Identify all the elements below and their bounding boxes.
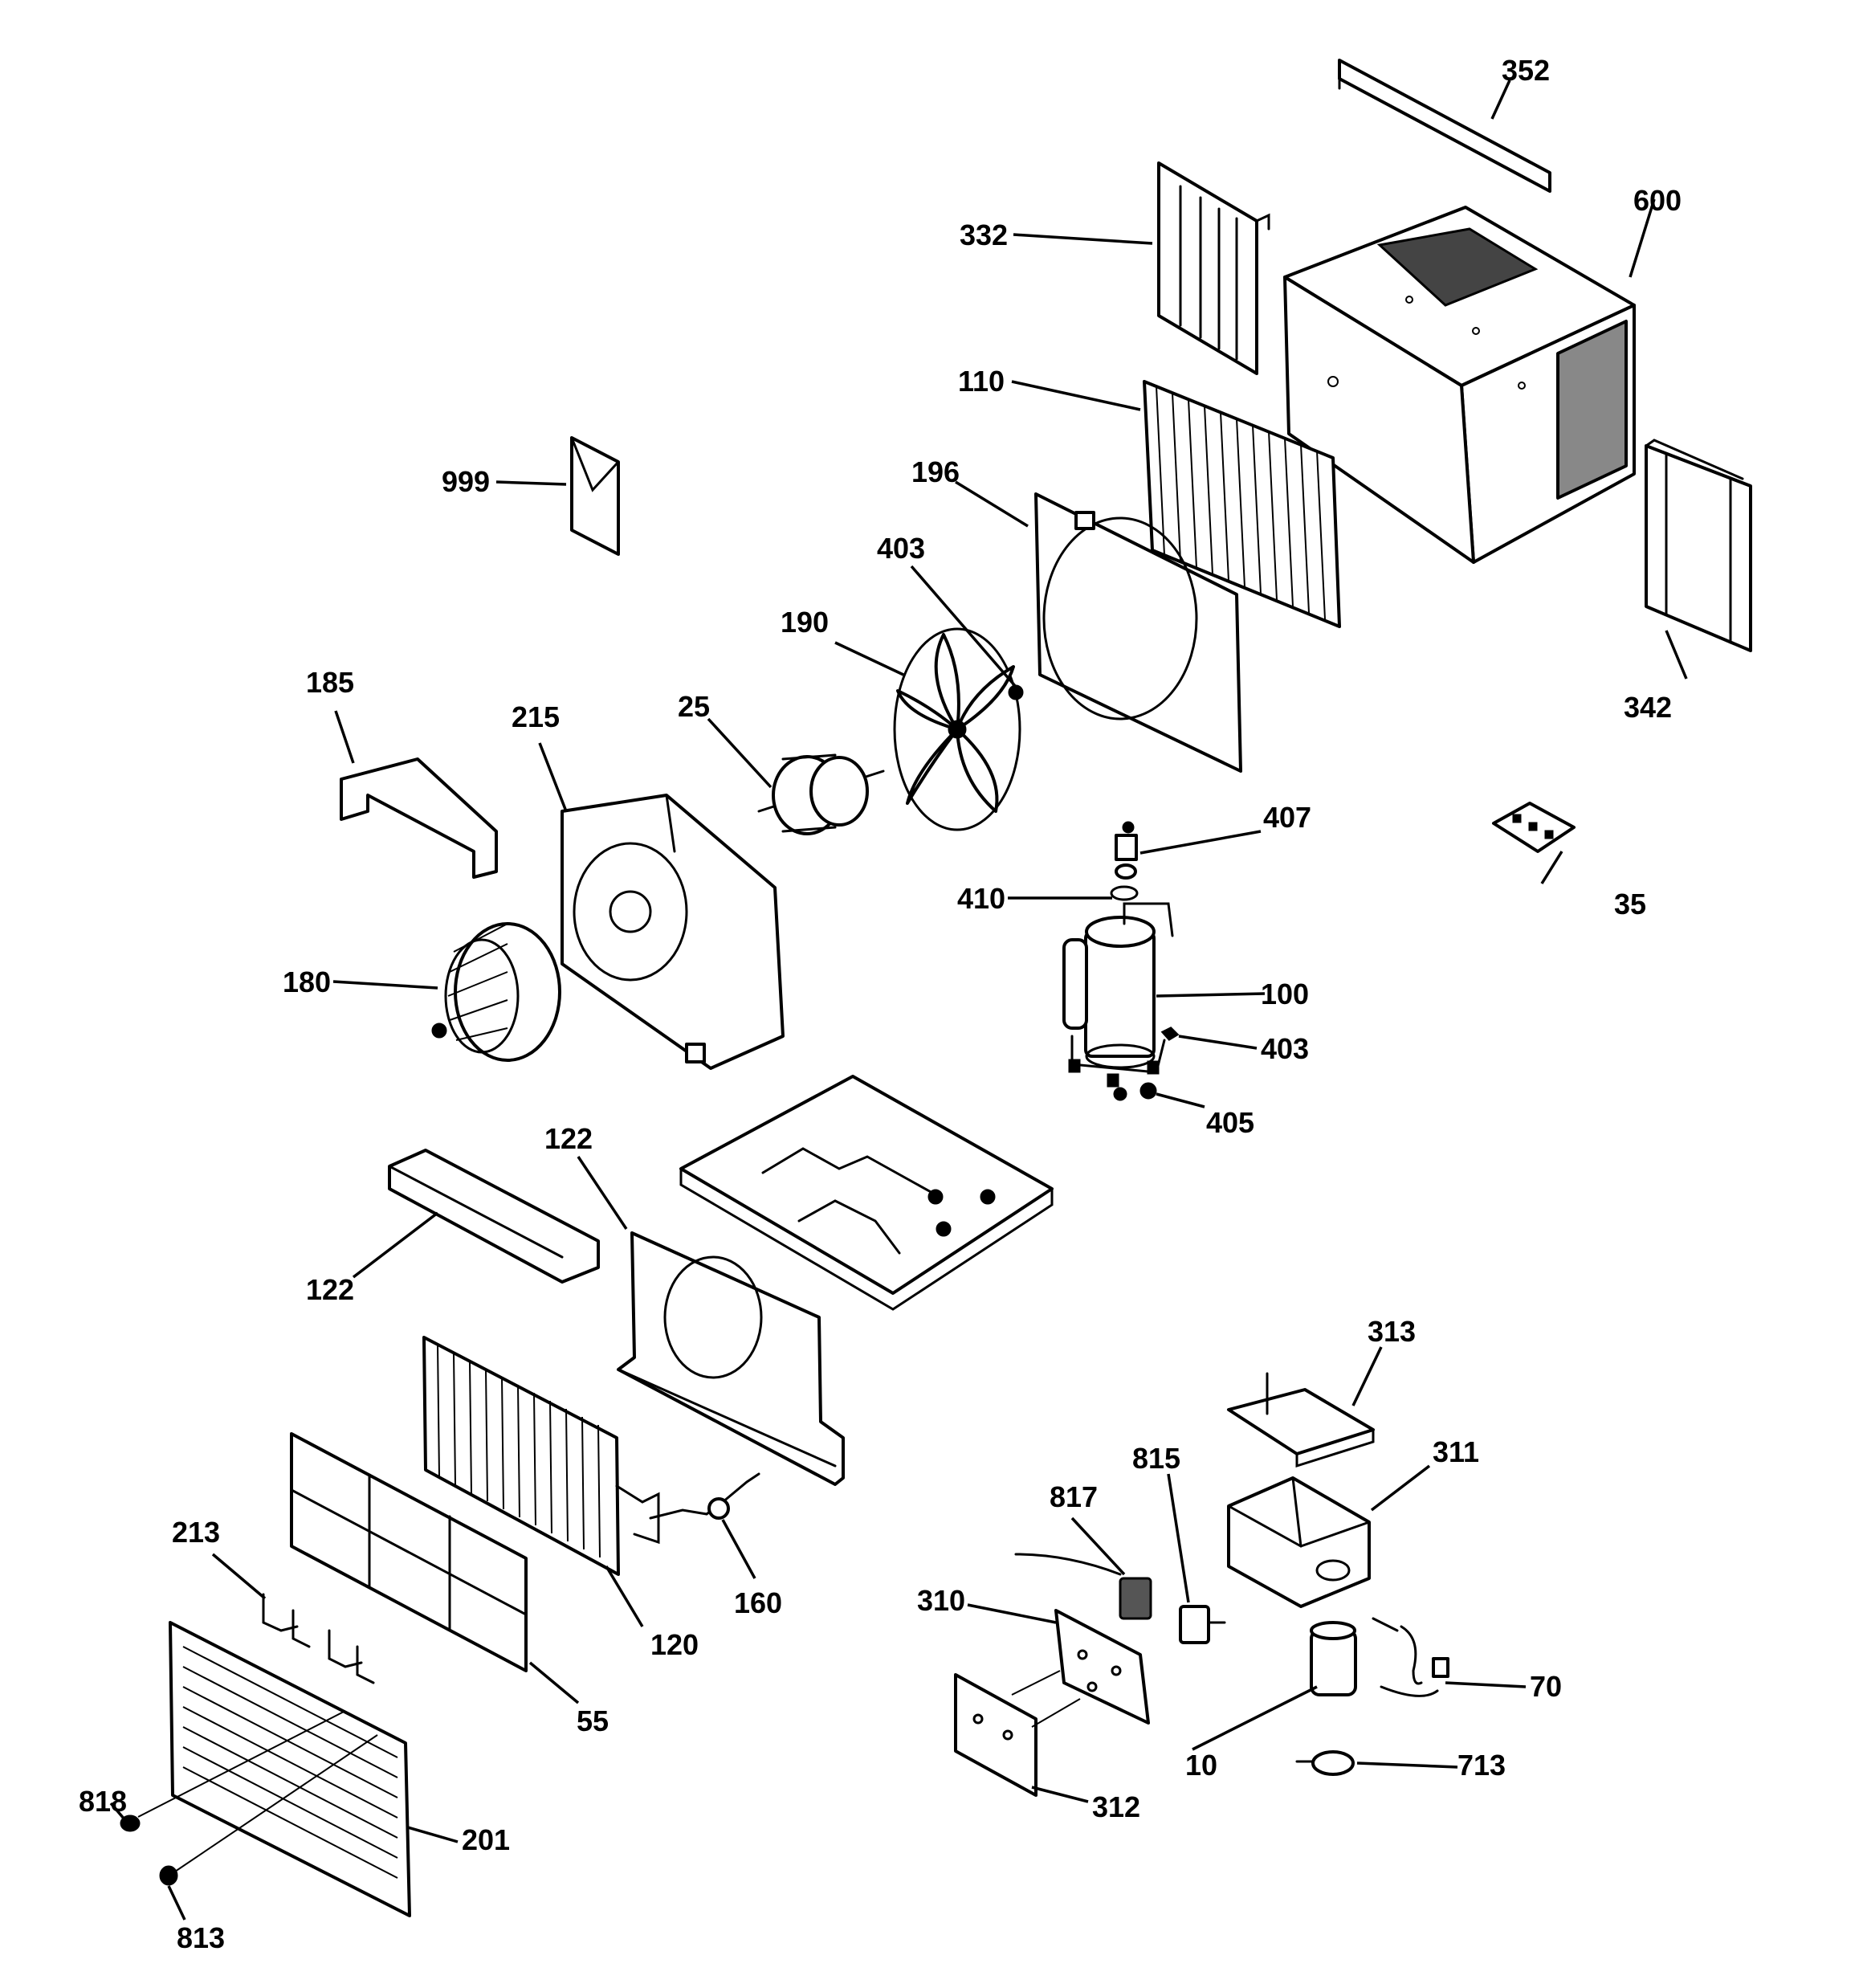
callout-labels: 352 600 332 110 999 196 403 190 185 215 … <box>79 54 1682 1954</box>
part-407-overload-protector <box>1115 821 1138 880</box>
callout-713: 713 <box>1457 1749 1506 1782</box>
part-815-rotary-switch <box>1179 1605 1226 1644</box>
callout-815: 815 <box>1132 1442 1180 1475</box>
callout-600: 600 <box>1633 184 1682 217</box>
callout-352: 352 <box>1502 54 1550 87</box>
callout-403-compressor: 403 <box>1261 1032 1309 1065</box>
callout-405: 405 <box>1206 1106 1254 1139</box>
part-999-manual <box>570 436 620 556</box>
part-818-knob <box>120 1710 346 1832</box>
callout-10: 10 <box>1185 1749 1217 1782</box>
part-600-cabinet <box>1283 206 1636 564</box>
part-70-power-cord <box>1380 1625 1449 1697</box>
callout-407: 407 <box>1263 801 1311 834</box>
part-10-capacitor <box>1310 1617 1399 1696</box>
callout-818: 818 <box>79 1785 127 1818</box>
callout-313: 313 <box>1368 1315 1416 1348</box>
callout-55: 55 <box>577 1704 609 1737</box>
callout-403-fan: 403 <box>877 532 925 565</box>
part-190-fan-blade <box>893 627 1021 831</box>
part-713-capacitor-strap <box>1295 1750 1355 1776</box>
part-122-partition-panel <box>617 1231 845 1486</box>
part-403-compressor-nut <box>1160 1027 1180 1041</box>
part-352-top-rail <box>1338 59 1551 193</box>
part-185-insulation <box>340 757 498 879</box>
part-215-blower-housing <box>561 794 785 1070</box>
part-312-control-plate <box>954 1670 1081 1797</box>
callout-310: 310 <box>917 1584 965 1617</box>
callout-100: 100 <box>1261 978 1309 1010</box>
part-201-front-grille <box>169 1621 411 1917</box>
callout-180: 180 <box>283 965 331 998</box>
callout-817: 817 <box>1050 1480 1098 1513</box>
part-120-evaporator-coil <box>422 1336 660 1576</box>
callout-342: 342 <box>1624 691 1672 724</box>
part-813-knob <box>159 1734 378 1886</box>
part-25-fan-motor <box>757 753 885 835</box>
callout-122-left: 122 <box>306 1273 354 1306</box>
part-313-control-cover <box>1227 1372 1375 1468</box>
part-342-side-panel <box>1645 439 1752 652</box>
callout-185: 185 <box>306 666 354 699</box>
callout-160: 160 <box>734 1586 782 1619</box>
part-55-air-filter <box>290 1432 528 1672</box>
callout-201: 201 <box>462 1823 510 1856</box>
part-180-blower-wheel <box>431 922 561 1062</box>
callout-312: 312 <box>1092 1790 1140 1823</box>
part-160-capillary-tube <box>649 1472 760 1520</box>
part-196-fan-shroud <box>1034 492 1242 773</box>
part-213-clips <box>262 1593 375 1684</box>
part-817-thermostat <box>1014 1553 1152 1620</box>
callout-213: 213 <box>172 1516 220 1549</box>
callout-122-top: 122 <box>544 1122 593 1155</box>
callout-190: 190 <box>781 606 829 639</box>
leader-lines <box>109 80 1688 1921</box>
callout-70: 70 <box>1530 1670 1562 1703</box>
callout-311: 311 <box>1433 1435 1479 1468</box>
callout-332: 332 <box>960 218 1008 251</box>
callout-999: 999 <box>442 465 490 498</box>
part-310-control-bracket <box>1054 1609 1150 1725</box>
callout-35: 35 <box>1614 888 1646 921</box>
part-base-pan <box>679 1075 1054 1311</box>
part-122-strip <box>388 1149 600 1284</box>
callout-110: 110 <box>958 365 1005 398</box>
part-100-compressor <box>1062 902 1174 1088</box>
callout-120: 120 <box>650 1628 699 1661</box>
callout-25: 25 <box>678 690 710 723</box>
callout-410: 410 <box>957 882 1005 915</box>
callout-196: 196 <box>911 455 960 488</box>
callout-215: 215 <box>512 700 560 733</box>
part-405-grommet <box>1113 1082 1157 1101</box>
part-311-control-box <box>1227 1476 1371 1608</box>
part-110-condenser-coil <box>1143 380 1341 628</box>
callout-813: 813 <box>177 1921 225 1954</box>
part-35-relay-board <box>1492 802 1576 853</box>
part-410-terminal-gasket <box>1110 885 1139 901</box>
part-332-side-panel <box>1157 161 1270 375</box>
